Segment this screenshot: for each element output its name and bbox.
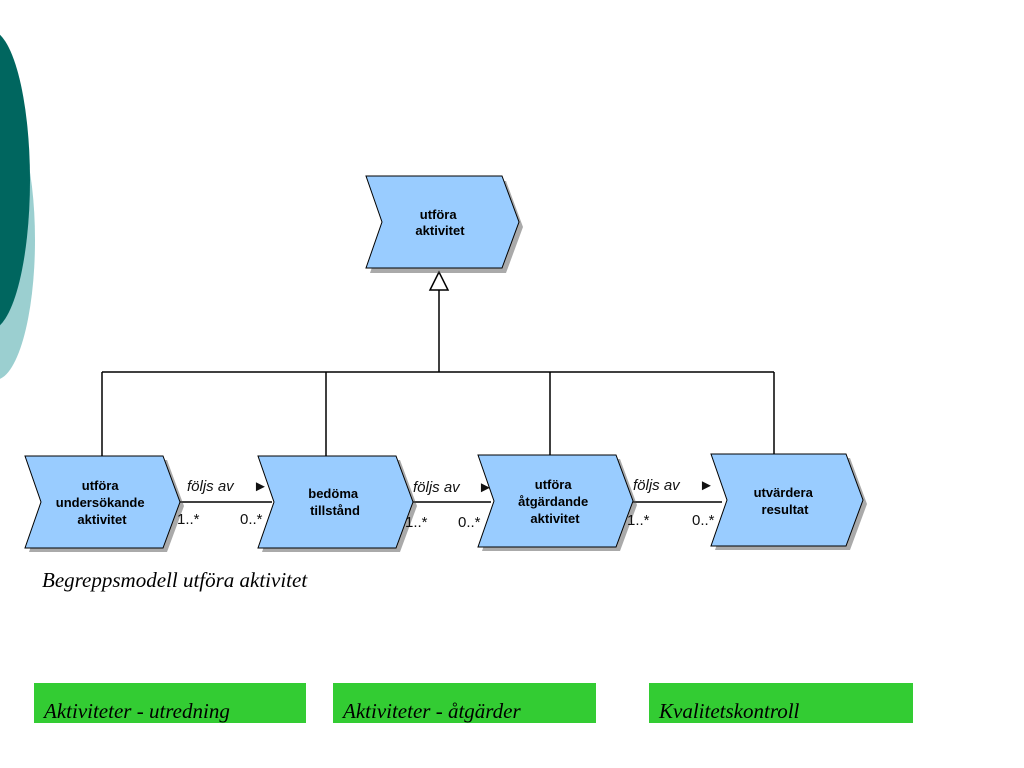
node-utfora-aktivitet: utföra aktivitet <box>365 175 523 273</box>
association-label: följs av <box>633 477 681 494</box>
node-utvardera-resultat: utvärdera resultat <box>710 453 867 550</box>
source-multiplicity: 1..* <box>177 511 200 528</box>
association-bedoma-atgardande: följs av ► 1..* 0..* <box>405 479 493 531</box>
node-utfora-undersokande-aktivitet: utföra undersökande aktivitet <box>24 455 184 552</box>
decorative-edge <box>0 34 35 379</box>
inheritance-connectors <box>101 290 775 456</box>
category-box-utredning: Aktiviteter - utredning <box>34 683 306 723</box>
association-label: följs av <box>187 478 235 495</box>
decor-dark-shape <box>0 34 30 326</box>
node-label: utföra åtgärdande aktivitet <box>518 477 592 526</box>
association-undersokande-bedoma: följs av ► 1..* 0..* <box>177 478 268 528</box>
direction-arrow-icon: ► <box>478 479 493 496</box>
node-label: bedöma tillstånd <box>308 486 361 518</box>
target-multiplicity: 0..* <box>458 514 481 531</box>
target-multiplicity: 0..* <box>692 512 715 529</box>
source-multiplicity: 1..* <box>627 512 650 529</box>
category-box-kvalitetskontroll: Kvalitetskontroll <box>649 683 913 723</box>
node-label: utföra undersökande aktivitet <box>56 478 148 527</box>
node-utfora-atgardande-aktivitet: utföra åtgärdande aktivitet <box>477 454 637 551</box>
association-atgardande-utvardera: följs av ► 1..* 0..* <box>627 477 715 529</box>
concept-diagram: utföra aktivitet utföra undersökande akt… <box>24 175 867 552</box>
generalization-arrowhead <box>428 270 450 291</box>
node-label: utvärdera resultat <box>754 485 817 517</box>
target-multiplicity: 0..* <box>240 511 263 528</box>
category-box-atgarder: Aktiviteter - åtgärder <box>333 683 596 723</box>
direction-arrow-icon: ► <box>253 478 268 495</box>
diagram-caption: Begreppsmodell utföra aktivitet <box>42 568 308 592</box>
direction-arrow-icon: ► <box>699 477 714 494</box>
node-label: utföra aktivitet <box>415 207 465 238</box>
node-bedoma-tillstand: bedöma tillstånd <box>257 455 417 552</box>
source-multiplicity: 1..* <box>405 514 428 531</box>
association-label: följs av <box>413 479 461 496</box>
